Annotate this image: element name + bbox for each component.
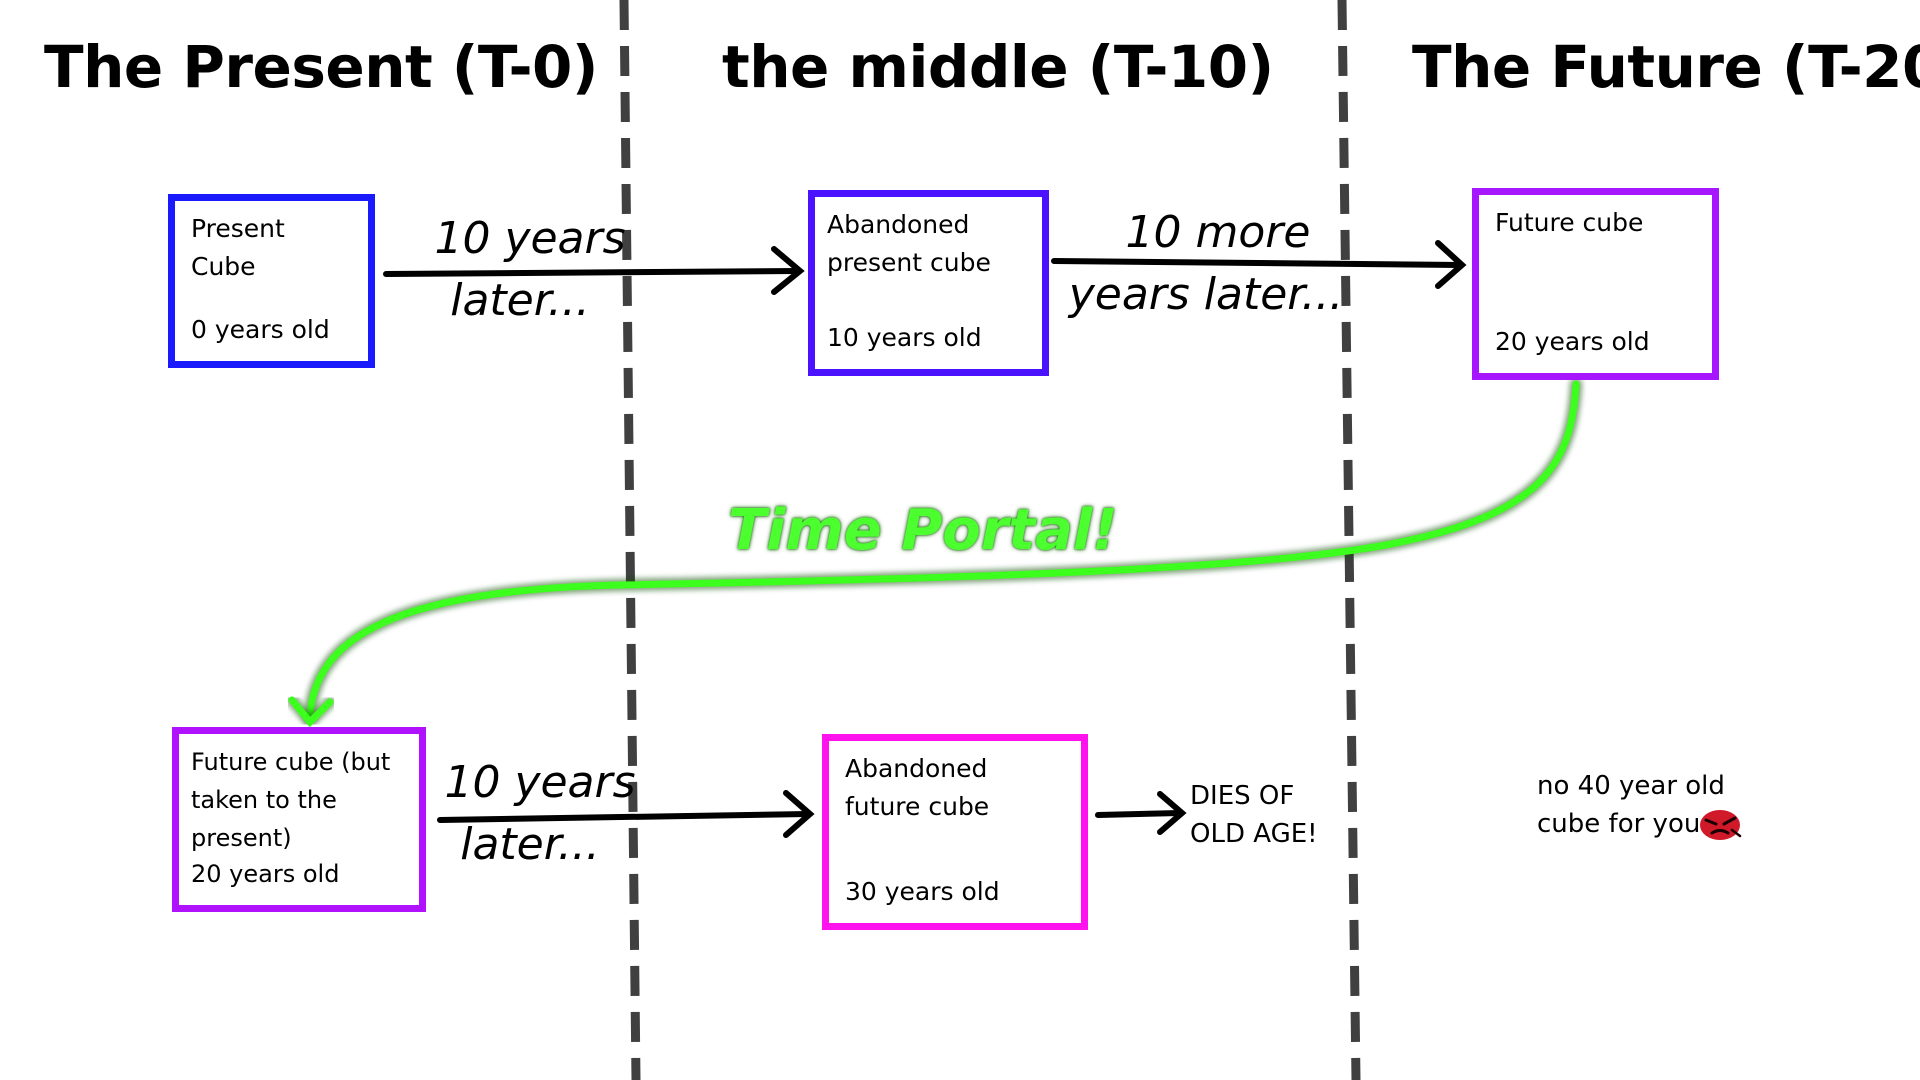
- arrow-future-present-to-abandoned: [437, 790, 815, 838]
- elapsed-line: 10 years: [444, 757, 636, 808]
- present-cube-box: Present Cube 0 years old: [168, 194, 375, 368]
- elapsed-line: years later...: [1068, 269, 1344, 320]
- time-portal-arrow: [286, 378, 1582, 731]
- elapsed-label-bottom-first: 10 years later...: [430, 752, 650, 876]
- era-divider-left: [619, 0, 641, 1080]
- arrow-present-to-middle: [383, 246, 805, 295]
- future-cube-present-box: Future cube (but taken to the present) 2…: [172, 727, 426, 912]
- angry-face-icon: [1700, 810, 1742, 840]
- elapsed-line: later...: [460, 819, 600, 870]
- cube-age: 10 years old: [827, 323, 982, 352]
- cube-name: Future cube: [1495, 208, 1644, 237]
- cube-age: 0 years old: [191, 315, 330, 344]
- era-divider-right: [1337, 0, 1361, 1080]
- heading-present: The Present (T-0): [44, 33, 598, 101]
- note-line: OLD AGE!: [1190, 819, 1318, 849]
- abandoned-present-cube-box: Abandoned present cube 10 years old: [808, 190, 1049, 376]
- time-portal-label: Time Portal!: [728, 498, 1118, 563]
- cube-age: 20 years old: [191, 860, 340, 888]
- elapsed-line: 10 more: [1125, 207, 1311, 258]
- cube-name: Abandoned future cube: [845, 754, 990, 821]
- cube-name: Present Cube: [191, 214, 285, 281]
- cube-age: 30 years old: [845, 877, 1000, 906]
- abandoned-future-cube-box: Abandoned future cube 30 years old: [822, 734, 1088, 930]
- note-line: cube for you: [1537, 809, 1701, 839]
- heading-middle: the middle (T-10): [722, 33, 1274, 101]
- elapsed-line: 10 years: [434, 213, 626, 264]
- future-cube-box: Future cube 20 years old: [1472, 188, 1719, 380]
- elapsed-line: later...: [450, 275, 590, 326]
- cube-name: Abandoned present cube: [827, 210, 991, 277]
- dies-of-old-age-label: DIES OF OLD AGE!: [1190, 777, 1318, 853]
- elapsed-label-top-second: 10 more years later...: [1066, 202, 1346, 326]
- arrow-middle-to-future: [1051, 240, 1467, 289]
- cube-name: Future cube (but taken to the present): [191, 748, 391, 852]
- note-line: no 40 year old: [1537, 771, 1725, 801]
- no-cube-note: no 40 year old cube for you: [1537, 767, 1725, 843]
- cube-age: 20 years old: [1495, 327, 1650, 356]
- elapsed-label-top-first: 10 years later...: [420, 208, 640, 332]
- note-line: DIES OF: [1190, 781, 1295, 811]
- heading-future: The Future (T-20): [1412, 33, 1920, 101]
- arrow-to-death: [1095, 791, 1187, 835]
